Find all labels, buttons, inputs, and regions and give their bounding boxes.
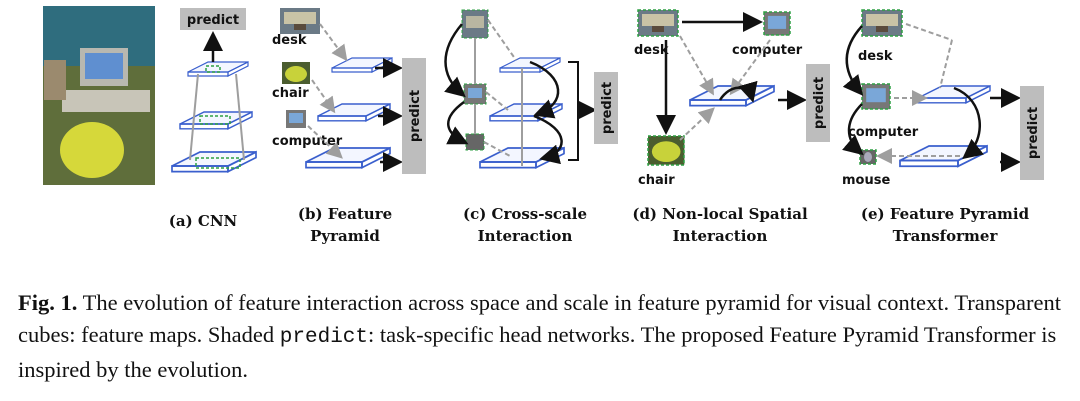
tag-computer-e: computer [848, 125, 919, 140]
thumb-desk-b [280, 8, 320, 34]
panel-c-label-2: Interaction [478, 227, 573, 245]
panel-a-label: (a) CNN [169, 212, 238, 230]
panel-c-label-1: (c) Cross-scale [463, 205, 587, 223]
thumb-chair-d [648, 136, 685, 165]
thumb-mouse-e [860, 150, 876, 164]
figure-caption: Fig. 1. The evolution of feature interac… [18, 287, 1068, 386]
tag-mouse-e: mouse [842, 173, 890, 188]
panel-b-label-2: Pyramid [310, 227, 380, 245]
tag-desk-b: desk [272, 33, 307, 48]
predict-box-a [180, 8, 246, 30]
thumb-computer-d [764, 12, 790, 36]
thumb-computer-b [286, 110, 306, 128]
tag-computer-d: computer [732, 43, 803, 58]
caption-text-1: The evolution of feature interaction acr… [18, 290, 1061, 347]
tag-computer-b: computer [272, 134, 343, 149]
tag-chair-b: chair [272, 86, 309, 101]
panel-d-label-2: Interaction [673, 227, 768, 245]
predict-label-e: predict [1026, 107, 1041, 159]
predict-box-e [1020, 86, 1044, 180]
cnn-cube-top [187, 61, 249, 77]
thumb-desk-d [638, 10, 678, 36]
thumb-chair-b [282, 62, 310, 84]
caption-code: predict [279, 326, 369, 349]
panel-e-label-2: Transformer [893, 227, 999, 245]
panel-b: desk chair computer predict (b) Feature … [272, 8, 426, 245]
tag-desk-e: desk [858, 49, 893, 64]
tag-desk-d: desk [634, 43, 669, 58]
predict-box-b [402, 58, 426, 174]
caption-text-2: : task-specific head networks. The propo… [18, 322, 1057, 382]
tag-chair-d: chair [638, 173, 675, 188]
panel-d-label-1: (d) Non-local Spatial [632, 205, 808, 223]
predict-box-c [594, 72, 618, 144]
panel-b-label-1: (b) Feature [298, 205, 392, 223]
panel-c: predict (c) Cross-scale Interaction [444, 9, 618, 245]
predict-label-d: predict [812, 77, 827, 129]
panel-d: desk computer chair predict (d) Non-loca… [632, 9, 830, 245]
scene-photo [43, 6, 155, 185]
panel-a: predict (a) CNN [43, 6, 257, 230]
predict-label-a: predict [187, 13, 239, 28]
thumb-computer-e [862, 84, 890, 110]
panel-e: desk computer mouse predict (e) Feature … [842, 9, 1044, 245]
predict-label-b: predict [408, 90, 423, 142]
predict-box-d [806, 64, 830, 142]
caption-fig-label: Fig. 1. [18, 290, 78, 315]
predict-label-c: predict [600, 82, 615, 134]
thumb-desk-e [862, 10, 902, 36]
figure-canvas: predict (a) CNN desk chair computer pred… [43, 6, 1044, 245]
panel-e-label-1: (e) Feature Pyramid [861, 205, 1030, 223]
